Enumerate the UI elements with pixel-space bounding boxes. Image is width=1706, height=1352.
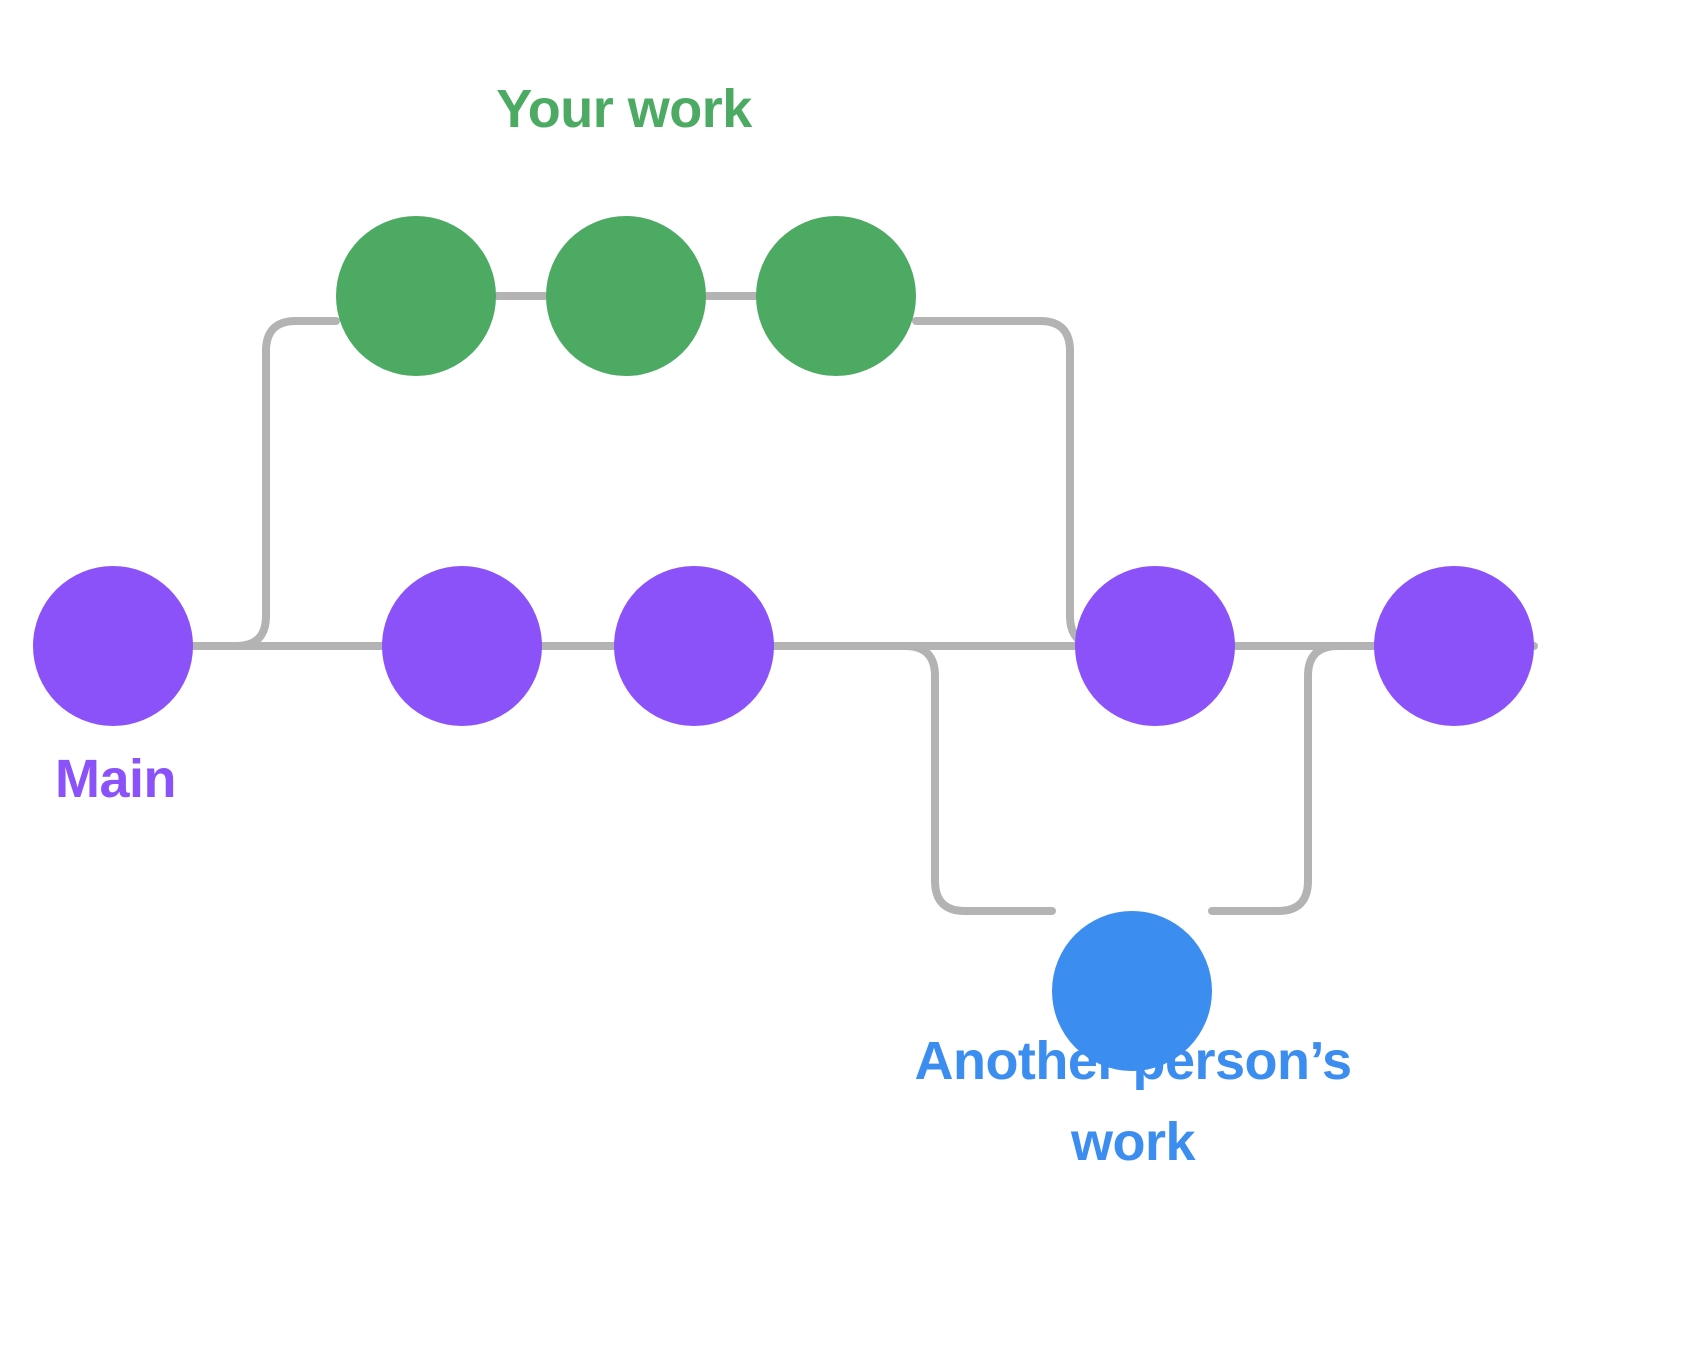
commit-node-work-1[interactable]	[336, 216, 496, 376]
commit-node-main-4[interactable]	[1075, 566, 1235, 726]
connector-branch-out-your-work	[232, 317, 340, 650]
commit-nodes-group	[33, 216, 1534, 1071]
commit-node-main-5[interactable]	[1374, 566, 1534, 726]
connector-lines-group	[189, 292, 1538, 915]
commit-node-work-2[interactable]	[546, 216, 706, 376]
commit-node-main-3[interactable]	[614, 566, 774, 726]
branch-label-another-person-line1: Another person’s	[914, 1031, 1351, 1091]
commit-node-other-1[interactable]	[1052, 911, 1212, 1071]
branch-label-main: Main	[55, 749, 176, 809]
connector-merge-in-your-work	[912, 317, 1124, 650]
connector-merge-in-another-person	[1208, 642, 1378, 915]
commit-node-work-3[interactable]	[756, 216, 916, 376]
branch-label-your-work: Your work	[496, 79, 753, 139]
commit-node-main-2[interactable]	[382, 566, 542, 726]
branch-label-another-person-line2: work	[1070, 1112, 1197, 1172]
connector-branch-out-another-person	[901, 642, 1056, 915]
commit-node-main-1[interactable]	[33, 566, 193, 726]
